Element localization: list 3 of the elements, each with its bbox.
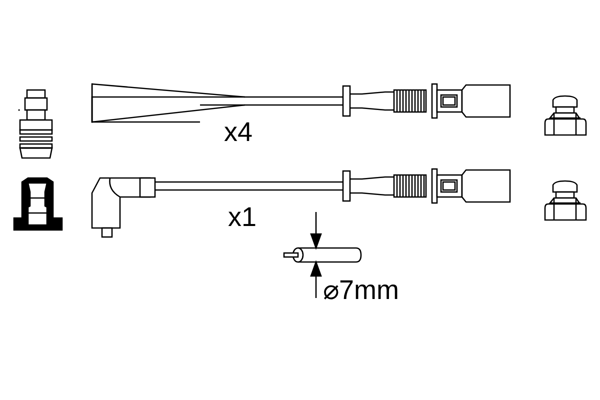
diameter-label: ⌀7mm <box>323 277 399 304</box>
quantity-label: x1 <box>228 204 257 231</box>
quantity-label: x4 <box>224 119 253 146</box>
